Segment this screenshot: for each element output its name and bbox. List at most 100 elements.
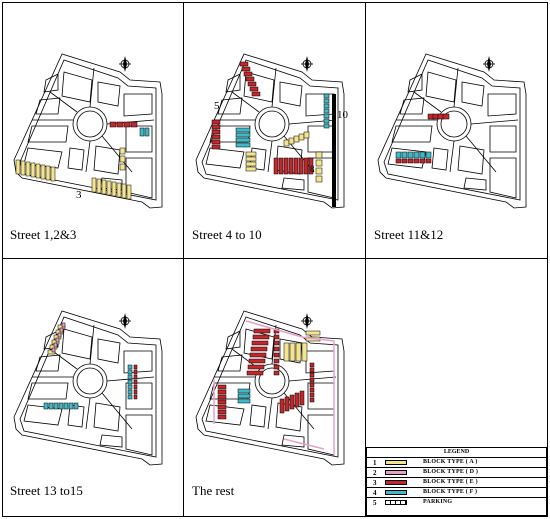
legend-swatch bbox=[385, 460, 407, 465]
legend-number: 3 bbox=[373, 479, 377, 487]
panel-street-1-2-3: 3 Street 1,2&3 bbox=[2, 2, 183, 258]
block-outline bbox=[35, 354, 61, 372]
street-label: 3 bbox=[76, 189, 82, 201]
street-10 bbox=[332, 94, 336, 207]
legend-item: 4 BLOCK TYPE ( F ) bbox=[367, 487, 546, 497]
site-boundary-inner bbox=[19, 316, 157, 458]
block-outline bbox=[461, 81, 485, 107]
block-outline bbox=[225, 330, 241, 350]
streets bbox=[32, 67, 155, 173]
panel-caption: Street 13 to15 bbox=[10, 483, 83, 498]
type-d-edge bbox=[213, 379, 325, 450]
panel-the-rest: The rest bbox=[184, 259, 365, 517]
legend-swatch bbox=[385, 480, 407, 485]
roundabout bbox=[258, 367, 286, 395]
block-outline bbox=[125, 382, 153, 410]
block-outline bbox=[457, 145, 485, 175]
block-outline bbox=[279, 81, 303, 107]
parking-swatch bbox=[385, 500, 407, 505]
street-label: 8 bbox=[310, 164, 315, 174]
legend-number: 4 bbox=[373, 489, 377, 497]
legend-label: BLOCK TYPE ( E ) bbox=[423, 479, 478, 485]
block-outline bbox=[125, 157, 153, 199]
block-outline bbox=[43, 330, 59, 350]
type-a-blocks bbox=[91, 177, 132, 200]
legend-number: 2 bbox=[373, 469, 377, 477]
block-outline bbox=[387, 147, 427, 169]
streets bbox=[396, 67, 519, 173]
roundabout-ring bbox=[72, 106, 108, 142]
type-a-blocks bbox=[119, 147, 126, 171]
site-plan bbox=[377, 53, 527, 209]
block-outline bbox=[407, 73, 423, 93]
block-outline bbox=[67, 147, 85, 171]
block-outline bbox=[27, 382, 69, 400]
block-outline bbox=[125, 125, 153, 153]
legend-swatch bbox=[385, 470, 407, 475]
type-a-blocks bbox=[283, 342, 308, 362]
site-plan bbox=[195, 53, 345, 209]
type-e-blocks bbox=[427, 113, 450, 120]
legend: LEGEND 1 BLOCK TYPE ( A ) 2 BLOCK TYPE (… bbox=[366, 447, 547, 516]
legend-item: 2 BLOCK TYPE ( D ) bbox=[367, 467, 546, 477]
block-outline bbox=[217, 354, 243, 372]
block-outline bbox=[305, 93, 335, 117]
site-boundary bbox=[195, 53, 345, 209]
type-e-blocks bbox=[273, 328, 280, 376]
legend-swatch bbox=[385, 490, 407, 495]
panel-street-11-12: Street 11&12 bbox=[366, 2, 547, 258]
block-outline bbox=[399, 97, 425, 115]
block-outline bbox=[97, 81, 121, 107]
site-boundary bbox=[377, 53, 527, 209]
block-outline bbox=[123, 93, 153, 117]
legend-item: 3 BLOCK TYPE ( E ) bbox=[367, 477, 546, 487]
streets bbox=[214, 67, 337, 173]
block-outline bbox=[99, 434, 123, 448]
type-e-blocks bbox=[211, 119, 221, 150]
roundabout bbox=[258, 110, 286, 138]
type-f-blocks bbox=[43, 402, 79, 410]
block-outline bbox=[93, 145, 121, 175]
panel-street-13-to-15: Street 13 to15 bbox=[2, 259, 183, 517]
street-label: 10 bbox=[337, 109, 348, 121]
block-outline bbox=[35, 97, 61, 115]
block-outline bbox=[43, 73, 59, 93]
block-outline bbox=[281, 434, 305, 448]
block-outline bbox=[23, 147, 63, 169]
block-outline bbox=[205, 147, 245, 169]
type-e-blocks bbox=[395, 158, 432, 164]
block-outline bbox=[431, 147, 449, 171]
type-e-blocks bbox=[217, 384, 227, 420]
roundabout bbox=[76, 367, 104, 395]
site-boundary bbox=[13, 53, 163, 209]
block-outline bbox=[217, 97, 243, 115]
type-e-blocks bbox=[279, 390, 305, 414]
type-e-blocks bbox=[239, 61, 261, 97]
site-boundary bbox=[195, 310, 345, 466]
block-outline bbox=[249, 404, 267, 428]
legend-item: 1 BLOCK TYPE ( A ) bbox=[367, 457, 546, 467]
site-boundary-inner bbox=[19, 59, 157, 201]
type-a-blocks bbox=[15, 159, 56, 182]
block-outline bbox=[391, 125, 433, 143]
block-outline bbox=[489, 157, 517, 199]
north-arrow-icon bbox=[119, 313, 131, 329]
block-outline bbox=[463, 177, 487, 191]
block-outline bbox=[97, 338, 121, 364]
site-plan bbox=[13, 53, 163, 209]
block-outline bbox=[281, 177, 305, 191]
panel-caption: Street 1,2&3 bbox=[10, 227, 77, 242]
block-outline bbox=[487, 93, 517, 117]
block-outline bbox=[61, 71, 93, 103]
legend-title: LEGEND bbox=[443, 449, 470, 455]
site-boundary-inner bbox=[201, 316, 339, 458]
roundabout bbox=[76, 110, 104, 138]
north-arrow-icon bbox=[301, 56, 313, 72]
type-f-blocks bbox=[323, 93, 330, 129]
panel-street-4-to-10: 5 10 8 Street 4 to 10 bbox=[184, 2, 365, 258]
block-outline bbox=[93, 402, 121, 432]
site-base bbox=[13, 53, 163, 209]
legend-number: 5 bbox=[373, 499, 377, 507]
site-base bbox=[377, 53, 527, 209]
